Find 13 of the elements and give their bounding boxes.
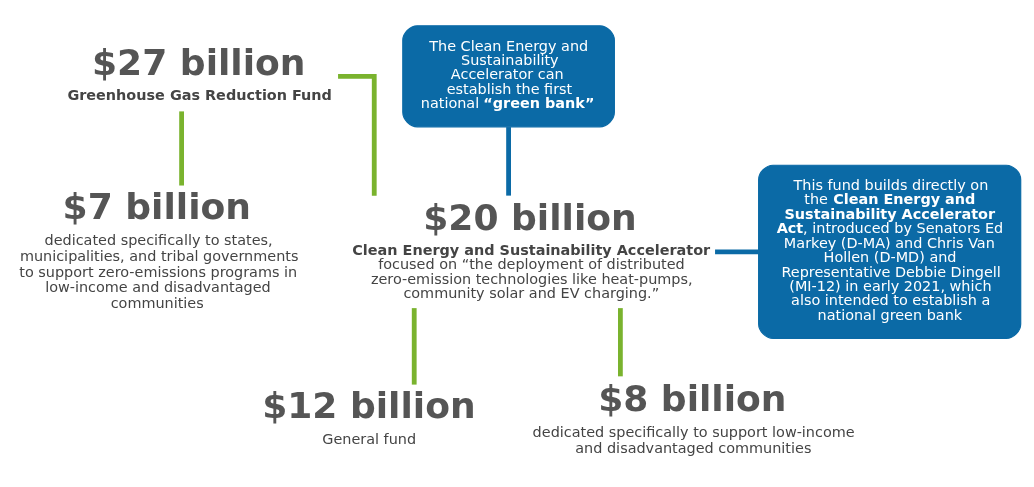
connector — [618, 307, 623, 376]
node-text: $20 billion Clean Energy and Sustainability Accelerator focused on “the deployment of distributed zero-emission technologies like heat-pumps, community solar and EV charging.” — [352, 196, 711, 301]
connector — [411, 307, 417, 385]
connector — [338, 73, 377, 196]
node-text: $27 billion Greenhouse Gas Reduction Fund — [67, 41, 332, 103]
connector — [179, 110, 184, 186]
node-box: The Clean Energy and Sustainability Accelerator can establish the first national “green bank” — [402, 24, 615, 127]
node-text: $12 billion General fund — [262, 384, 476, 447]
node-text: $7 billion dedicated specifically to states, municipalities, and tribal governments to support zero-emissions programs in low-income and disadvantaged communities — [19, 185, 299, 311]
connector — [715, 248, 759, 254]
node-text: $8 billion dedicated specifically to support low-income and disadvantaged communities — [532, 377, 855, 456]
node-box: This fund builds directly on the Clean Energy and Sustainability Accelerator Act, introduced by Senators Ed Markey (D-MA) and Chris Van Hollen (D-MD) and Representative Debbie Dingell (MI-12) in early 2021, which also intended to establish a national green bank — [758, 164, 1022, 339]
connector — [506, 126, 511, 196]
